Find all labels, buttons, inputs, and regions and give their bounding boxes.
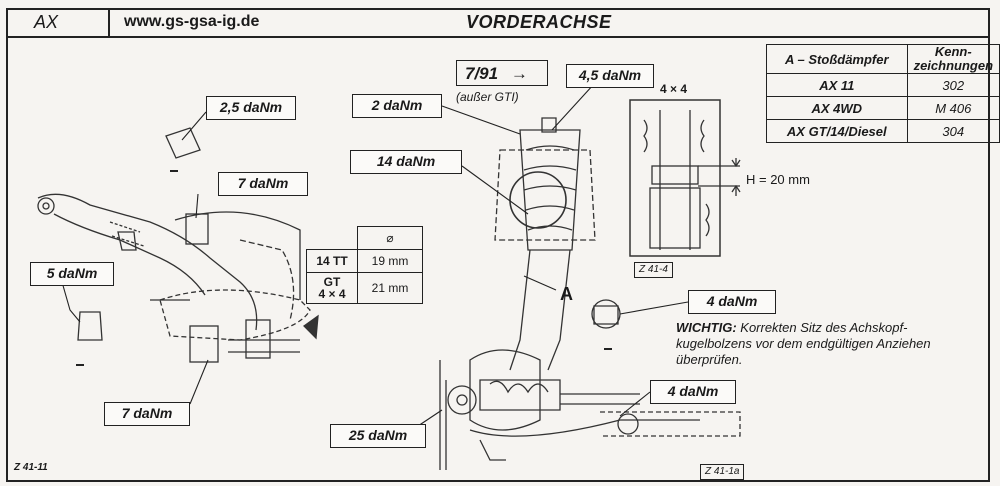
- note-prefix: WICHTIG:: [676, 320, 737, 335]
- torque-label-7-lower: 7 daNm: [104, 402, 190, 426]
- shock-code: 302: [906, 73, 1000, 97]
- torque-label-4-5: 4,5 daNm: [566, 64, 654, 88]
- diameter-value: 21 mm: [357, 272, 423, 304]
- table-row: AX 4WD M 406: [766, 96, 1000, 120]
- torque-label-4-ball: 4 daNm: [688, 290, 776, 314]
- torque-label-2-5: 2,5 daNm: [206, 96, 296, 120]
- header-url: www.gs-gsa-ig.de: [124, 13, 260, 30]
- diameter-symbol: ⌀: [357, 226, 423, 250]
- torque-label-14: 14 daNm: [350, 150, 462, 174]
- reference-date: 7/91: [465, 64, 499, 83]
- stabilizer-diameter-table: ⌀ 14 TT 19 mm GT 4 × 4 21 mm: [306, 226, 423, 304]
- model-code: AX: [6, 8, 110, 36]
- model-year-reference: 7/91 →: [456, 60, 548, 86]
- table-row: AX GT/14/Diesel 304: [766, 119, 1000, 143]
- detail-variant-label: 4 × 4: [660, 82, 688, 96]
- figure-ref-detail: Z 41-4: [634, 262, 673, 278]
- leader-lines: [61, 83, 689, 431]
- diameter-value: 19 mm: [357, 249, 423, 273]
- figure-ref-left: Z 41-11: [14, 462, 48, 473]
- page-frame: [6, 8, 990, 482]
- strut-assembly-art: [439, 117, 741, 470]
- reference-note: (außer GTI): [456, 90, 519, 104]
- variant-key: 14 TT: [306, 249, 358, 273]
- h-dimension-label: H = 20 mm: [746, 172, 810, 187]
- torque-label-25: 25 daNm: [330, 424, 426, 448]
- figure-ref-right: Z 41-1a: [700, 464, 745, 480]
- table-row: AX 11 302: [766, 73, 1000, 97]
- shock-absorber-table: A – Stoßdämpfer Kenn-zeichnungen AX 11 3…: [766, 44, 1000, 143]
- page-header: AX www.gs-gsa-ig.de VORDERACHSE: [6, 8, 990, 38]
- note-text: Korrekten Sitz des Achskopf-kugelbolzens…: [676, 320, 931, 367]
- torque-label-4-bottom: 4 daNm: [650, 380, 736, 404]
- shock-model: AX GT/14/Diesel: [766, 119, 908, 143]
- shock-table-col-model: A – Stoßdämpfer: [766, 44, 908, 74]
- shock-code: M 406: [906, 96, 1000, 120]
- reference-arrow: →: [510, 64, 528, 83]
- torque-label-5: 5 daNm: [30, 262, 114, 286]
- shock-table-col-code: Kenn-zeichnungen: [906, 44, 1000, 74]
- torque-label-7-upper: 7 daNm: [218, 172, 308, 196]
- variant-key: GT 4 × 4: [306, 272, 358, 304]
- torque-label-2: 2 daNm: [352, 94, 442, 118]
- part-label-a: A: [560, 284, 573, 304]
- small-marks: [76, 170, 612, 366]
- table-row: 14 TT 19 mm: [306, 249, 423, 273]
- shock-code: 304: [906, 119, 1000, 143]
- detail-4x4-art: [629, 99, 741, 257]
- page-title: VORDERACHSE: [466, 12, 612, 32]
- table-row: GT 4 × 4 21 mm: [306, 272, 423, 304]
- important-note: WICHTIG: Korrekten Sitz des Achskopf-kug…: [676, 320, 981, 368]
- subframe-wishbone-art: [37, 127, 319, 363]
- shock-model: AX 4WD: [766, 96, 908, 120]
- shock-model: AX 11: [766, 73, 908, 97]
